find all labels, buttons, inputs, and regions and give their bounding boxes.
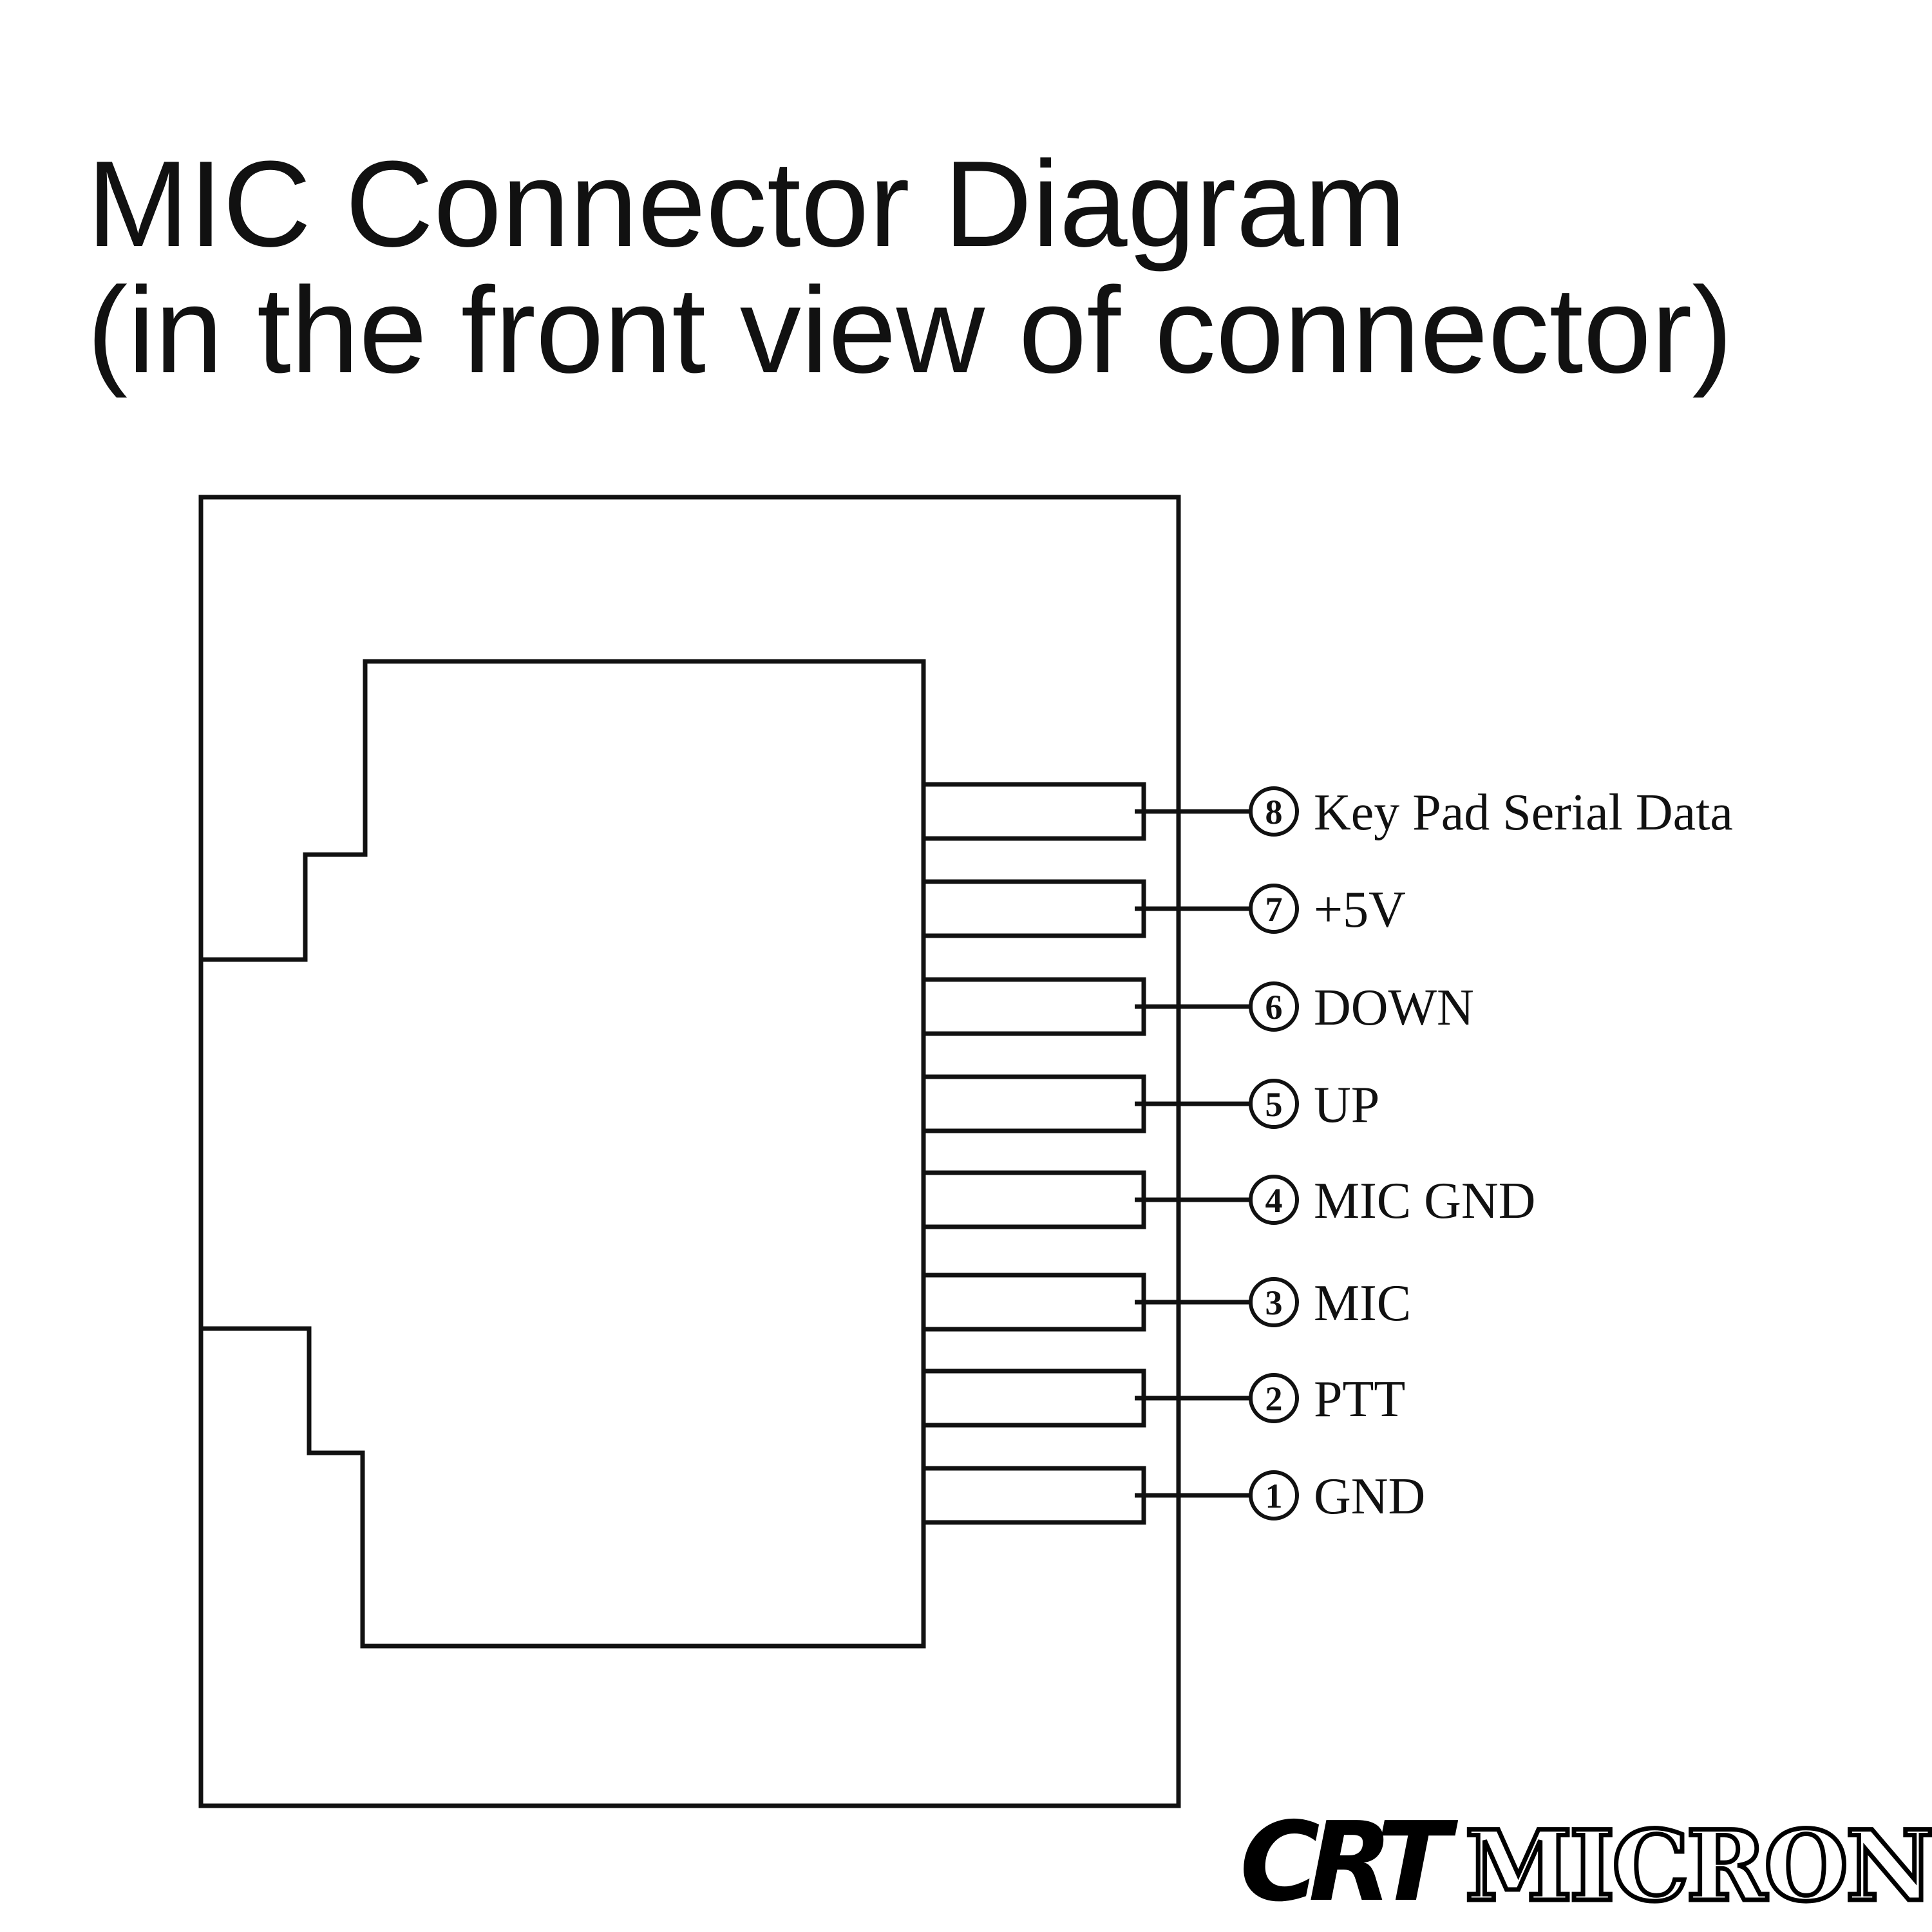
pin-contact bbox=[921, 1170, 1146, 1229]
pin-5: 5 UP bbox=[921, 1074, 1379, 1133]
pin-label: GND bbox=[1314, 1468, 1425, 1525]
pin-contact bbox=[921, 1273, 1146, 1332]
logo-micron: MICRON bbox=[1465, 1810, 1931, 1923]
pin-2: 2 PTT bbox=[921, 1368, 1405, 1428]
pin-label: +5V bbox=[1314, 882, 1406, 938]
connector-housing bbox=[198, 495, 1181, 1808]
pin-number: 7 bbox=[1265, 890, 1283, 929]
pin-4: 4 MIC GND bbox=[921, 1170, 1535, 1229]
pin-6: 6 DOWN bbox=[921, 977, 1474, 1036]
pin-contact bbox=[921, 1368, 1146, 1428]
plug-outline bbox=[203, 659, 926, 1649]
pin-number: 5 bbox=[1265, 1085, 1283, 1124]
pin-number-circle bbox=[1249, 786, 1299, 837]
pin-number-circle bbox=[1249, 1470, 1299, 1520]
pin-label: UP bbox=[1314, 1077, 1379, 1133]
pin-number-circle bbox=[1249, 1373, 1299, 1423]
brand-logo: CRT MICRON bbox=[1240, 1799, 1932, 1926]
pin-3: 3 MIC bbox=[921, 1273, 1411, 1332]
pin-number-circle bbox=[1249, 1175, 1299, 1225]
diagram-subtitle: (in the front view of connector) bbox=[87, 262, 1733, 399]
pin-contact bbox=[921, 1074, 1146, 1133]
pin-number-circle bbox=[1249, 1277, 1299, 1327]
pin-7: 7 +5V bbox=[921, 879, 1406, 938]
pin-label: PTT bbox=[1314, 1371, 1405, 1428]
pin-contact bbox=[921, 782, 1146, 841]
logo-crt: CRT bbox=[1240, 1799, 1459, 1926]
pin-label: MIC GND bbox=[1314, 1173, 1535, 1229]
pin-number: 6 bbox=[1265, 988, 1283, 1027]
pin-1: 1 GND bbox=[921, 1466, 1425, 1525]
pin-contact bbox=[921, 1466, 1146, 1525]
pin-label: Key Pad Serial Data bbox=[1314, 784, 1733, 841]
pin-number: 1 bbox=[1265, 1477, 1283, 1515]
pin-number-circle bbox=[1249, 1079, 1299, 1129]
pin-number: 2 bbox=[1265, 1379, 1283, 1418]
pin-label: MIC bbox=[1314, 1275, 1411, 1332]
pin-number: 4 bbox=[1265, 1181, 1283, 1220]
pin-contact bbox=[921, 879, 1146, 938]
pin-number: 8 bbox=[1265, 793, 1283, 831]
pin-number-circle bbox=[1249, 981, 1299, 1032]
pin-label: DOWN bbox=[1314, 980, 1474, 1036]
diagram-title: MIC Connector Diagram bbox=[87, 136, 1406, 272]
pin-number: 3 bbox=[1265, 1283, 1283, 1322]
pin-8: 8 Key Pad Serial Data bbox=[921, 782, 1733, 841]
pin-contact bbox=[921, 977, 1146, 1036]
pin-number-circle bbox=[1249, 884, 1299, 934]
